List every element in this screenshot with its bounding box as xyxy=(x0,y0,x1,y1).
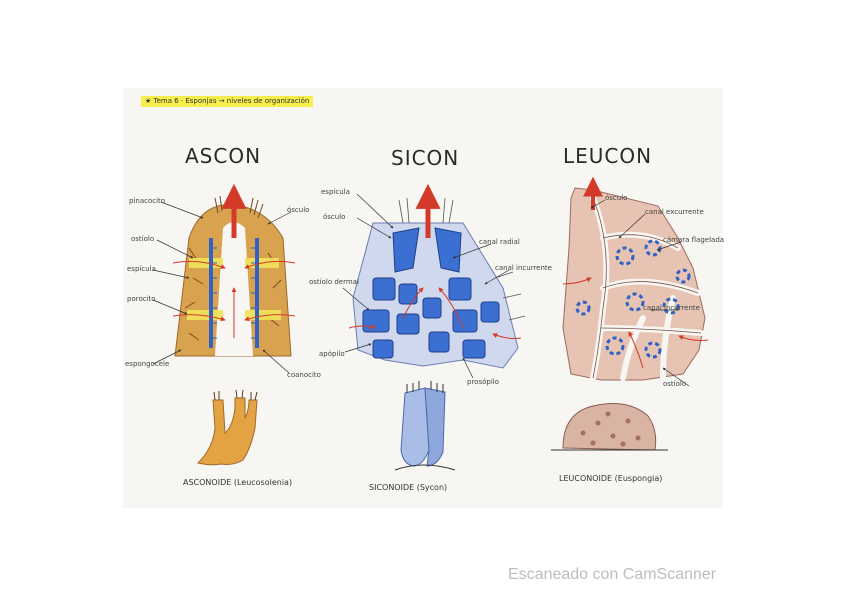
leucon-body xyxy=(562,176,709,381)
label-apopilo: apópilo xyxy=(319,350,345,358)
label-pinacocito: pinacocito xyxy=(129,197,166,205)
label-espicula-sicon: espícula xyxy=(321,188,350,196)
label-ostiolo-dermal: ostíolo dermal xyxy=(309,278,359,286)
ascon-body xyxy=(172,183,296,357)
ascon-caption: ASCONOIDE (Leucosolenia) xyxy=(183,478,293,487)
label-coanocito: coanocito xyxy=(287,371,321,379)
label-canal-radial: canal radial xyxy=(479,238,520,246)
label-canal-incurrente-leucon: canal incurrente xyxy=(643,304,700,312)
label-camara-flagelada: cámara flagelada xyxy=(663,236,725,244)
label-porocito: porocito xyxy=(127,295,156,303)
ascon-title: ASCON xyxy=(185,144,262,168)
header-note: ★ Tema 6 · Esponjas → niveles de organiz… xyxy=(141,96,314,107)
label-canal-excurrente: canal excurrente xyxy=(645,208,704,216)
leucon-title: LEUCON xyxy=(563,144,653,168)
sponge-diagram xyxy=(152,176,709,471)
label-osculo: ósculo xyxy=(287,206,310,214)
sicon-caption: SICONOIDE (Sycon) xyxy=(369,483,448,492)
label-ostiolo-leucon: ostíolo xyxy=(663,380,687,388)
label-osculo-leucon: ósculo xyxy=(605,194,628,202)
scanned-sheet: ★ Tema 6 · Esponjas → niveles de organiz… xyxy=(123,88,725,508)
ascon-small xyxy=(197,389,258,466)
leucon-small xyxy=(551,403,668,451)
leucon-caption: LEUCONOIDE (Euspongia) xyxy=(559,474,663,483)
label-osculo-sicon: ósculo xyxy=(323,213,346,221)
label-espicula: espícula xyxy=(127,265,156,273)
label-prosopilo: prosópilo xyxy=(467,378,499,386)
label-espongocele: espongocele xyxy=(125,360,170,368)
sicon-small xyxy=(394,381,456,471)
sicon-body xyxy=(348,183,526,369)
camscanner-watermark: Escaneado con CamScanner xyxy=(508,566,717,583)
label-canal-incurrente: canal incurrente xyxy=(495,264,552,272)
label-ostiolo: ostíolo xyxy=(131,235,155,243)
sicon-title: SICON xyxy=(391,146,460,170)
